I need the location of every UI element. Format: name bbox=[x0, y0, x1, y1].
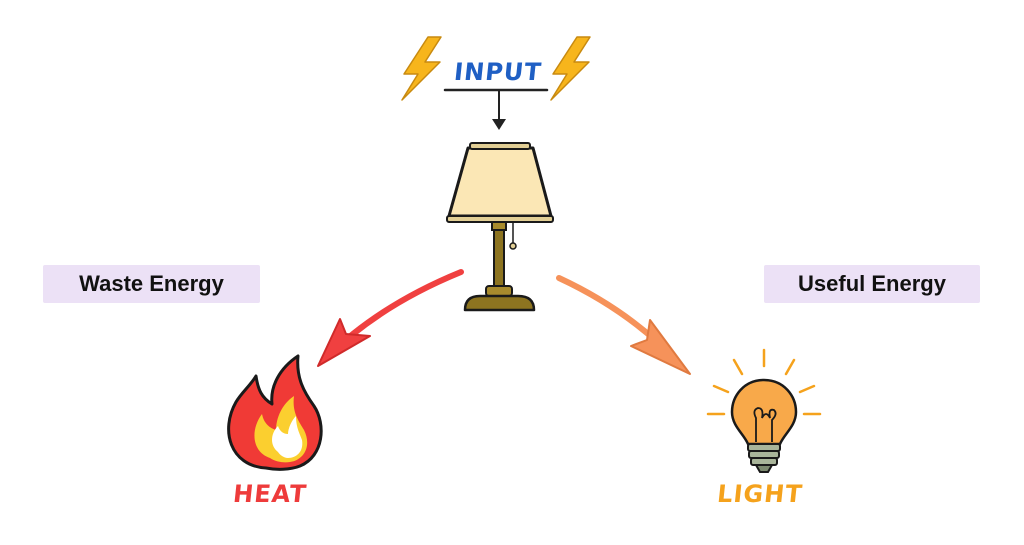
waste-energy-arrow bbox=[317, 269, 464, 367]
waste-energy-tag: Waste Energy bbox=[43, 265, 260, 303]
input-label: INPUT bbox=[452, 58, 544, 86]
lightning-bolt-right-icon bbox=[550, 36, 591, 101]
light-bulb-icon bbox=[706, 348, 822, 473]
light-label: LIGHT bbox=[715, 480, 805, 508]
table-lamp-icon bbox=[446, 142, 554, 312]
lightning-bolt-left-icon bbox=[401, 36, 442, 101]
useful-energy-arrow bbox=[556, 275, 691, 375]
useful-energy-tag: Useful Energy bbox=[764, 265, 980, 303]
input-arrow bbox=[443, 88, 549, 130]
heat-label: HEAT bbox=[231, 480, 309, 508]
fire-icon bbox=[227, 354, 323, 471]
